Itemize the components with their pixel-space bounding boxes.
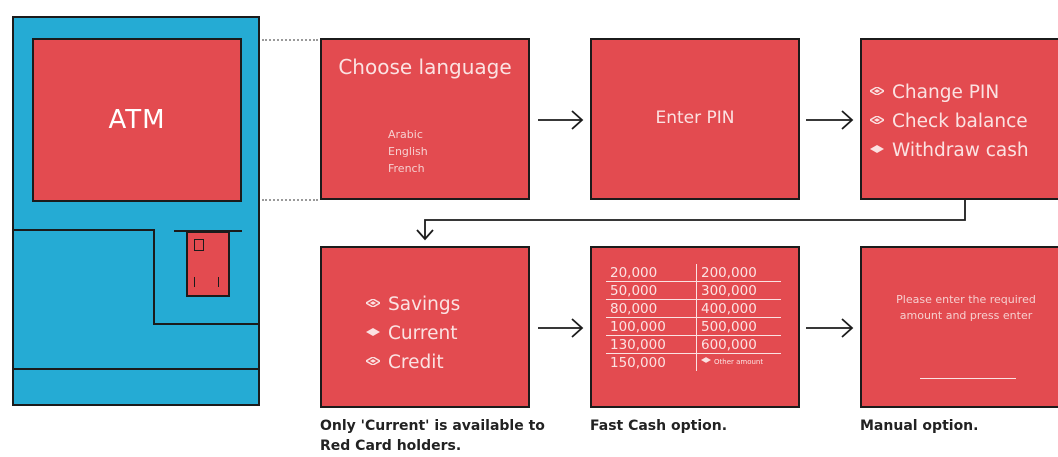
amount-entry-field[interactable] bbox=[920, 378, 1016, 379]
atm-panel-line bbox=[12, 229, 154, 231]
account-option-savings[interactable]: Savings bbox=[366, 290, 460, 319]
account-option-label: Credit bbox=[388, 352, 444, 373]
main-menu-list: Change PIN Check balance Withdraw cash bbox=[870, 78, 1029, 165]
fast-cash-screen: 20,000 200,000 50,000 300,000 80,000 400… bbox=[590, 246, 800, 408]
atm-base-line bbox=[12, 368, 260, 370]
manual-caption: Manual option. bbox=[860, 418, 979, 434]
pin-prompt: Enter PIN bbox=[655, 108, 735, 128]
amount-option[interactable]: 100,000 bbox=[606, 317, 697, 336]
fast-cash-table: 20,000 200,000 50,000 300,000 80,000 400… bbox=[606, 264, 781, 371]
red-card-icon bbox=[186, 231, 230, 297]
guide-line-top bbox=[262, 39, 318, 41]
connector-arrow-icon bbox=[416, 200, 966, 241]
guide-line-bottom bbox=[262, 199, 318, 201]
language-option-english[interactable]: English bbox=[388, 145, 428, 158]
fast-cash-caption: Fast Cash option. bbox=[590, 418, 728, 434]
language-options: Arabic English French bbox=[388, 126, 428, 177]
account-option-label: Savings bbox=[388, 294, 461, 315]
selected-diamond-icon bbox=[366, 328, 380, 336]
selected-diamond-icon bbox=[701, 356, 711, 365]
language-option-french[interactable]: French bbox=[388, 162, 425, 175]
card-mark-icon bbox=[218, 277, 222, 287]
menu-item-label: Change PIN bbox=[892, 82, 1000, 103]
language-screen: Choose language Arabic English French bbox=[320, 38, 530, 200]
fast-cash-row: 150,000 Other amount bbox=[606, 353, 782, 372]
unselected-diamond-icon bbox=[870, 87, 884, 95]
card-mark-icon bbox=[194, 277, 201, 287]
menu-item-check-balance[interactable]: Check balance bbox=[870, 107, 1029, 136]
language-screen-title: Choose language bbox=[338, 55, 512, 79]
menu-item-change-pin[interactable]: Change PIN bbox=[870, 78, 1029, 107]
amount-option[interactable]: 80,000 bbox=[606, 299, 697, 318]
fast-cash-row: 50,000 300,000 bbox=[606, 281, 781, 300]
arrow-right-icon bbox=[538, 318, 584, 338]
atm-label: ATM bbox=[108, 105, 166, 135]
amount-option[interactable]: 200,000 bbox=[696, 264, 781, 282]
atm-screen: ATM bbox=[32, 38, 242, 202]
card-chip-icon bbox=[194, 239, 204, 251]
amount-option[interactable]: 50,000 bbox=[606, 281, 697, 300]
atm-panel-divider bbox=[153, 229, 155, 325]
amount-option[interactable]: 400,000 bbox=[696, 299, 781, 318]
account-list: Savings Current Credit bbox=[366, 290, 460, 377]
arrow-right-icon bbox=[806, 318, 854, 338]
amount-option[interactable]: 500,000 bbox=[696, 317, 781, 336]
account-option-credit[interactable]: Credit bbox=[366, 348, 460, 377]
main-menu-screen: Change PIN Check balance Withdraw cash bbox=[860, 38, 1058, 200]
atm-panel-line-lower bbox=[153, 323, 260, 325]
account-option-label: Current bbox=[388, 323, 458, 344]
amount-option[interactable]: 20,000 bbox=[606, 264, 697, 282]
unselected-diamond-icon bbox=[366, 357, 380, 365]
amount-option[interactable]: 130,000 bbox=[606, 335, 697, 354]
arrow-right-icon bbox=[806, 110, 854, 130]
menu-item-label: Check balance bbox=[892, 111, 1028, 132]
manual-prompt: Please enter the required amount and pre… bbox=[896, 293, 1036, 322]
other-amount-label: Other amount bbox=[714, 358, 764, 366]
amount-option[interactable]: 300,000 bbox=[696, 281, 781, 300]
fast-cash-row: 20,000 200,000 bbox=[606, 264, 781, 282]
unselected-diamond-icon bbox=[870, 116, 884, 124]
fast-cash-row: 80,000 400,000 bbox=[606, 299, 781, 318]
other-amount-option[interactable]: Other amount bbox=[697, 354, 782, 372]
account-screen: Savings Current Credit bbox=[320, 246, 530, 408]
arrow-right-icon bbox=[538, 110, 584, 130]
fast-cash-row: 130,000 600,000 bbox=[606, 335, 781, 354]
account-option-current[interactable]: Current bbox=[366, 319, 460, 348]
manual-screen: Please enter the required amount and pre… bbox=[860, 246, 1058, 408]
unselected-diamond-icon bbox=[366, 299, 380, 307]
amount-option[interactable]: 600,000 bbox=[696, 335, 781, 354]
account-caption: Only 'Current' is available to Red Card … bbox=[320, 418, 545, 454]
fast-cash-row: 100,000 500,000 bbox=[606, 317, 781, 336]
selected-diamond-icon bbox=[870, 145, 884, 153]
pin-screen: Enter PIN bbox=[590, 38, 800, 200]
amount-option[interactable]: 150,000 bbox=[606, 353, 697, 371]
menu-item-label: Withdraw cash bbox=[892, 140, 1029, 161]
language-option-arabic[interactable]: Arabic bbox=[388, 128, 423, 141]
menu-item-withdraw-cash[interactable]: Withdraw cash bbox=[870, 136, 1029, 165]
